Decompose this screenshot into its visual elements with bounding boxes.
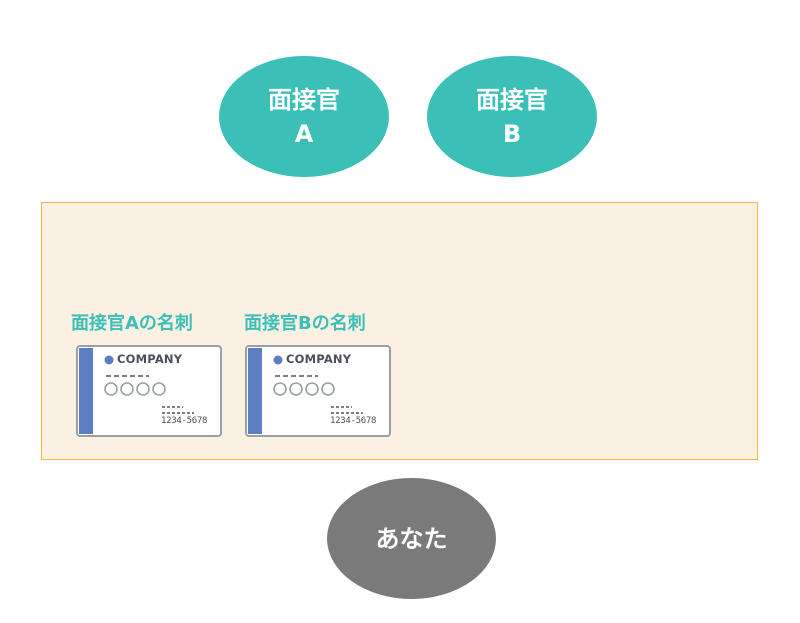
you-candidate: あなた (327, 478, 496, 599)
business-card-b: COMPANY 1234-5678 (245, 345, 391, 437)
interviewer-a-letter: A (294, 119, 314, 148)
card-a-label: 面接官Aの名刺 (71, 313, 193, 334)
interviewer-a-title: 面接官 (268, 85, 340, 114)
interviewer-b-letter: B (502, 119, 522, 148)
interviewer-a: 面接官 A (219, 56, 389, 177)
business-card-icon (76, 345, 222, 437)
business-card-icon (245, 345, 391, 437)
business-card-a: COMPANY 1234-5678 (76, 345, 222, 437)
card-b-label: 面接官Bの名刺 (244, 313, 366, 334)
interviewer-b: 面接官 B (427, 56, 597, 177)
card-b-company: COMPANY (286, 352, 352, 366)
card-a-number: 1234-5678 (161, 416, 208, 426)
card-b-number: 1234-5678 (330, 416, 377, 426)
card-a-company: COMPANY (117, 352, 183, 366)
interviewer-b-title: 面接官 (476, 85, 548, 114)
you-label: あなた (375, 524, 448, 553)
